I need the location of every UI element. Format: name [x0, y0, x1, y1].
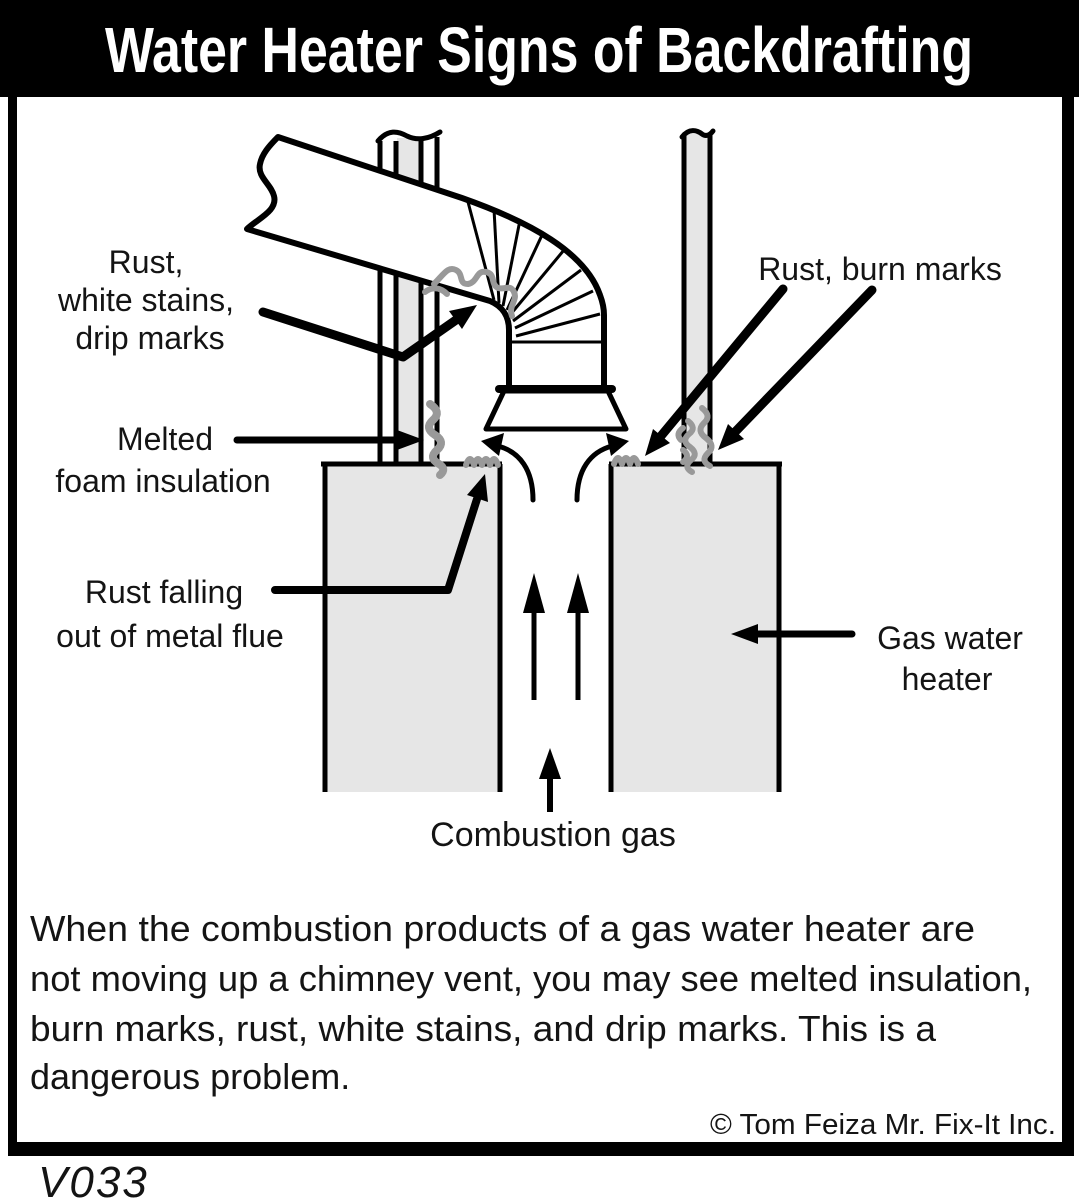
label-rust-white-stains-line2: white stains, [57, 282, 234, 318]
title-bar [0, 0, 1079, 97]
frame-left-border [8, 97, 17, 1155]
rust-mark-heater-top-left [463, 456, 501, 468]
label-rust-falling-line1: Rust falling [85, 574, 243, 610]
label-rust-falling-line2: out of metal flue [56, 618, 284, 654]
label-gas-water-heater-line2: heater [902, 661, 993, 697]
label-combustion-gas: Combustion gas [430, 816, 676, 854]
pointer-arrows [233, 284, 877, 644]
frame-bottom-border [8, 1142, 1074, 1156]
pointer-gas-water-heater-head [731, 624, 758, 644]
elbow-fan-lines [466, 201, 604, 344]
figure-code: V033 [38, 1158, 149, 1200]
spill-arrowhead-left [481, 433, 504, 456]
duct-outline [244, 134, 607, 391]
burn-mark-right-pipe [682, 418, 698, 475]
burn-mark-right-pipe [697, 405, 715, 469]
elbow-fan-line [512, 268, 582, 323]
spill-arrow-right [574, 443, 615, 503]
spill-arrow-left [495, 443, 536, 503]
pipe-left-top-cap [375, 129, 443, 144]
draft-hood [483, 388, 629, 432]
pointer-rust-burn-1-head [645, 429, 670, 456]
elbow-fan-line [466, 201, 496, 301]
pointer-rust-white-stains [258, 307, 461, 362]
rust-mark-elbow [431, 266, 518, 319]
caption-line-2: not moving up a chimney vent, you may se… [30, 958, 1032, 999]
damage-marks [422, 266, 715, 479]
label-rust-burn-marks: Rust, burn marks [758, 251, 1002, 287]
pointer-rust-white-stains-head [449, 305, 477, 329]
pointer-rust-burn-2 [731, 285, 877, 436]
rust-mark-elbow-left [422, 285, 450, 297]
elbow-fan-line [514, 289, 594, 330]
melted-insulation-mark [425, 400, 448, 479]
combustion-gas-flow [481, 433, 629, 812]
spill-arrowhead-right [606, 433, 629, 456]
pointer-rust-falling [271, 495, 481, 594]
page-title: Water Heater Signs of Backdrafting [105, 14, 973, 86]
label-melted-foam-line2: foam insulation [55, 463, 270, 499]
caption-line-4: dangerous problem. [30, 1056, 350, 1097]
pointer-melted-foam-head [397, 430, 424, 450]
pipe-right-top-cap [679, 128, 716, 140]
pointer-rust-burn-2-head [718, 424, 744, 450]
elbow-fan-line [515, 312, 601, 338]
label-melted-foam-line1: Melted [117, 421, 213, 457]
elbow-fan-line [501, 219, 522, 307]
pointer-rust-burn-1 [656, 284, 788, 441]
flue-up-arrowhead [567, 573, 589, 613]
caption-line-3: burn marks, rust, white stains, and drip… [30, 1008, 937, 1049]
copyright-text: © Tom Feiza Mr. Fix-It Inc. [710, 1109, 1056, 1141]
burn-mark-right-pipe [675, 425, 690, 465]
callout-labels: Rust, white stains, drip marks Melted fo… [55, 244, 1023, 854]
burner-gas-arrowhead [539, 748, 561, 779]
rust-mark-heater-top-right [611, 455, 641, 467]
frame-right-border [1062, 97, 1074, 1155]
elbow-fan-line [508, 249, 566, 316]
label-rust-white-stains-line1: Rust, [109, 244, 184, 280]
gas-water-heater-body [321, 461, 782, 792]
flue-up-arrowhead [523, 573, 545, 613]
caption-line-1: When the combustion products of a gas wa… [30, 908, 975, 949]
pointer-rust-falling-head [467, 474, 488, 502]
label-rust-white-stains-line3: drip marks [75, 320, 224, 356]
vent-connector-duct [244, 134, 629, 432]
label-gas-water-heater-line1: Gas water [877, 620, 1023, 656]
caption-paragraph: When the combustion products of a gas wa… [30, 908, 1032, 1097]
